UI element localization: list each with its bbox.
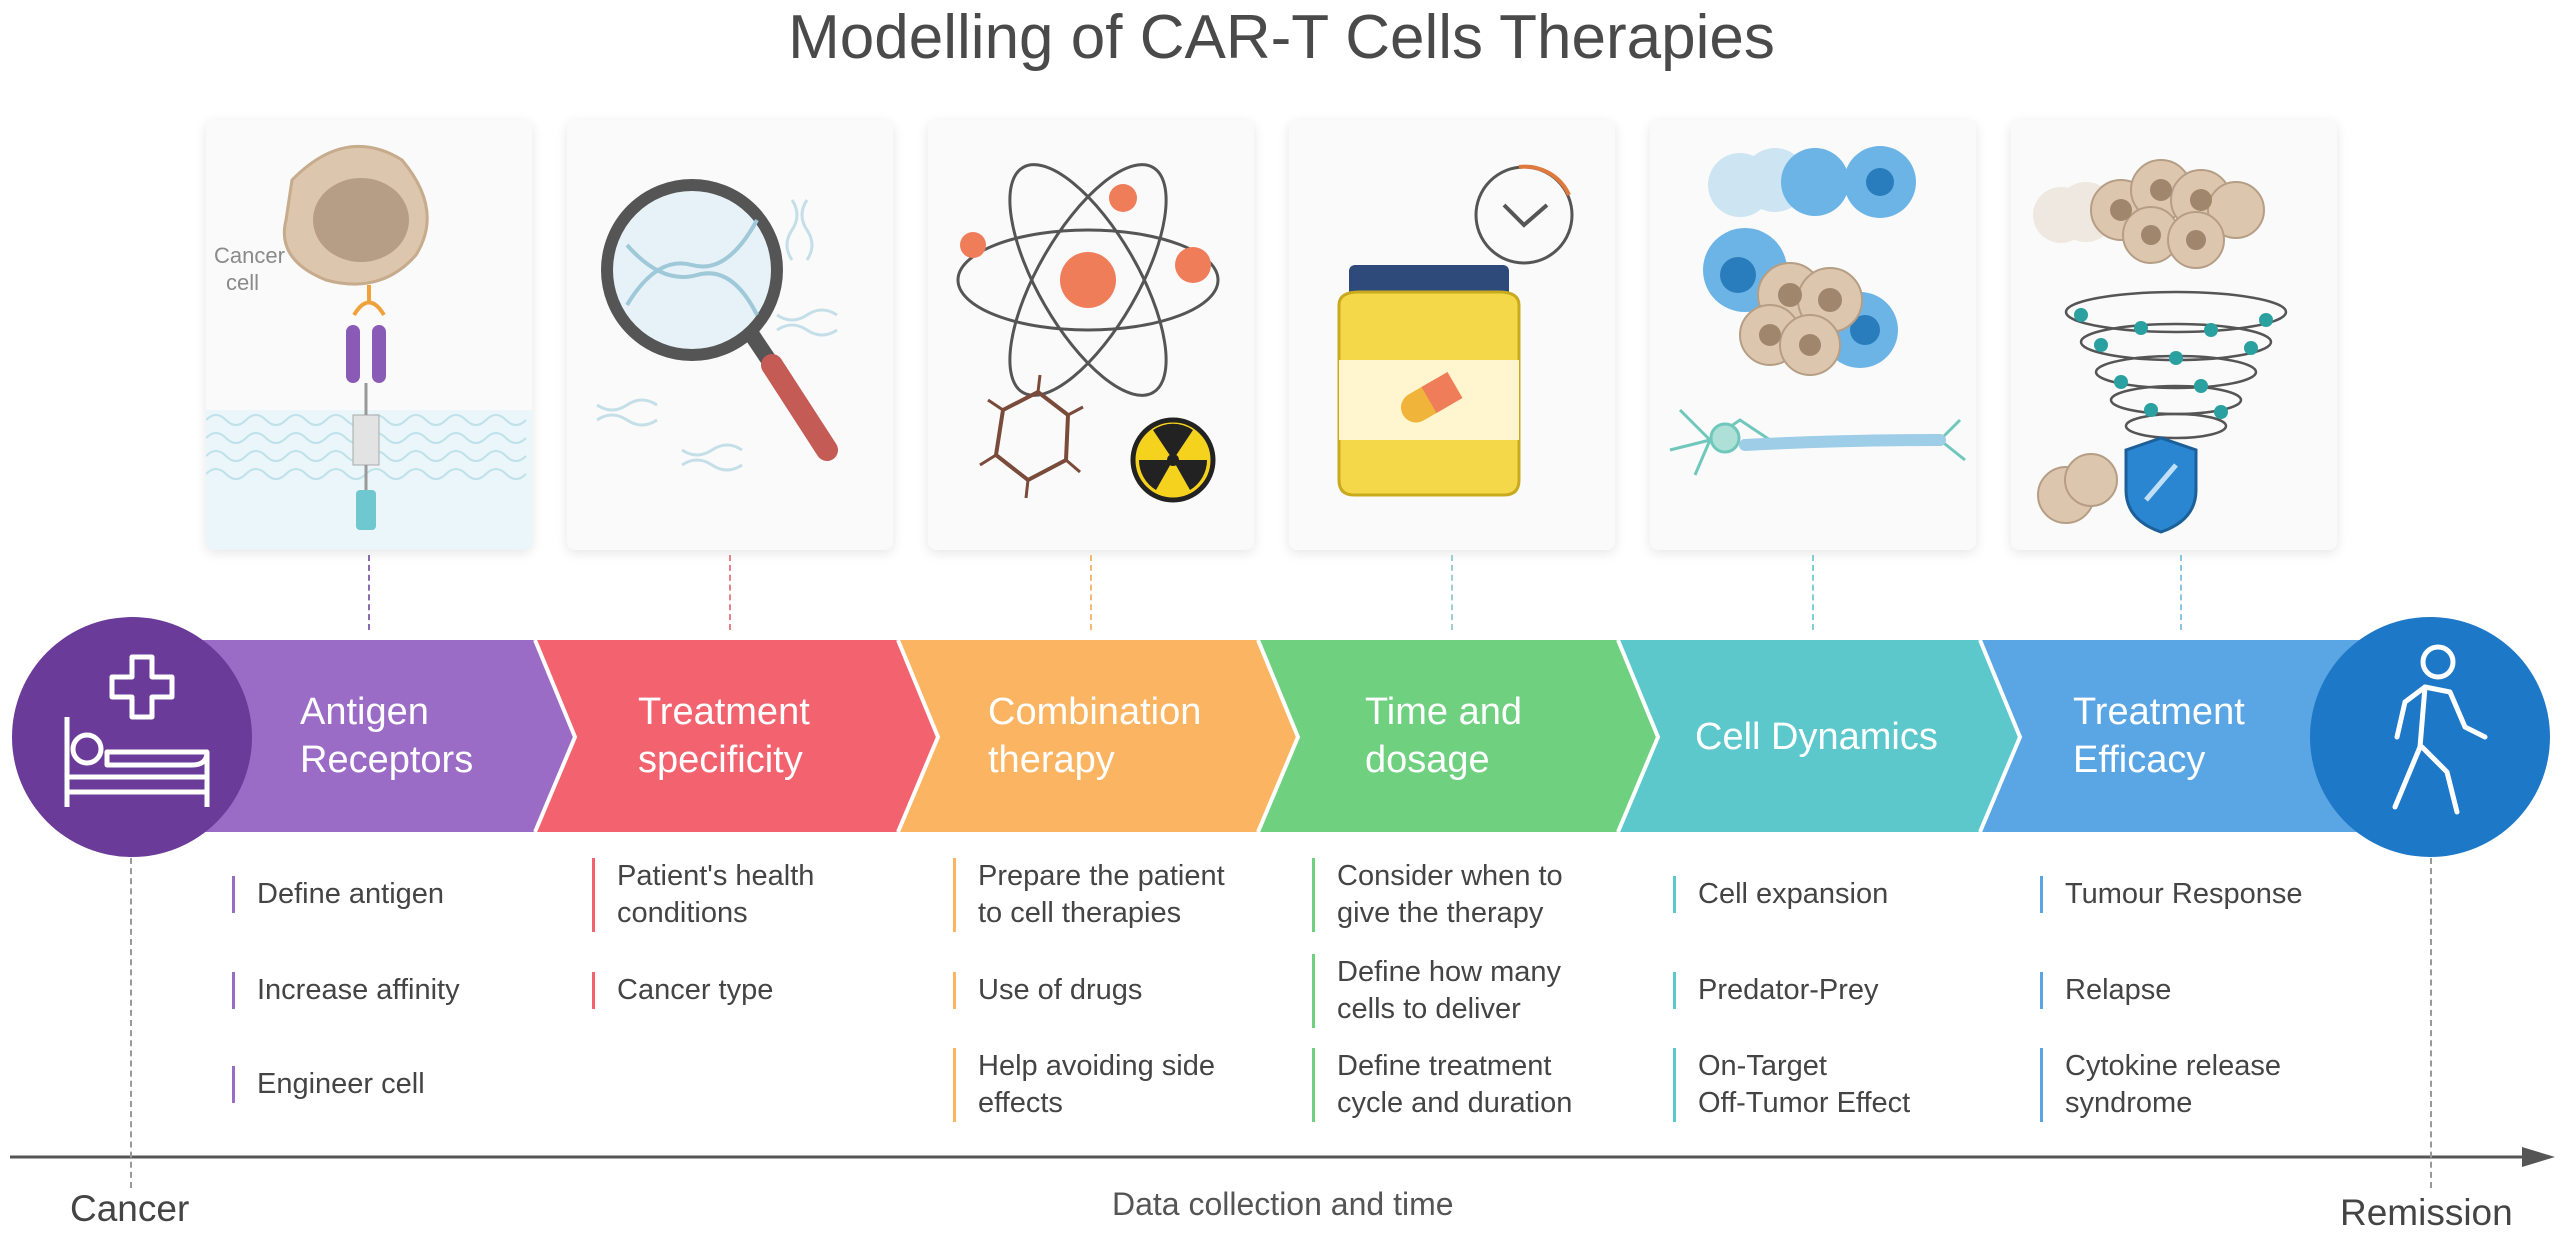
chevron-treatment-efficacy [1980,640,2360,832]
cancer-marker-line [130,858,132,1188]
list-item-line: Relapse [2065,974,2172,1006]
list-item: Patient's health conditions [592,858,922,932]
list-item-line: Define how many [1337,956,1562,988]
list-item-line: to cell therapies [978,897,1182,929]
connector-specificity [729,555,731,630]
page-title: Modelling of CAR-T Cells Therapies [788,3,1775,72]
list-item: Define treatment cycle and duration [1312,1048,1642,1122]
list-item-line: Define antigen [257,878,445,910]
list-item-line: cycle and duration [1337,1087,1573,1119]
connector-antigen [368,555,370,630]
list-item-line: Predator-Prey [1698,974,1879,1006]
tumour-vortex-shield-illustration [2011,120,2337,550]
axis-start-label: Cancer [70,1188,190,1229]
list-item: Increase affinity [232,972,562,1009]
list-item-line: Engineer cell [257,1068,425,1100]
cell-dynamics-illustration [1650,120,1976,550]
list-item-line: Help avoiding side [978,1050,1215,1082]
list-item: Consider when to give the therapy [1312,858,1642,932]
list-item-line: Cytokine release [2065,1050,2281,1082]
chevron-time-and-dosage [1258,640,1658,832]
list-item-line: Cell expansion [1698,878,1889,910]
list-item: Relapse [2040,972,2370,1009]
connector-efficacy [2180,555,2182,630]
list-item-line: Patient's health [617,860,815,892]
connector-combination [1090,555,1092,630]
list-item-line: Consider when to [1337,860,1563,892]
stage-label-cell-dynamics: Cell Dynamics [1695,716,1938,758]
list-item-line: Use of drugs [978,974,1143,1006]
list-item: Prepare the patient to cell therapies [953,858,1283,932]
list-item: Define antigen [232,876,562,913]
remission-marker-line [2430,858,2432,1188]
antigen-receptor-illustration: Cancer cell [206,120,532,550]
list-item: Help avoiding side effects [953,1048,1283,1122]
walking-person-icon [2392,644,2488,815]
list-item-line: Prepare the patient [978,860,1225,892]
list-item: Use of drugs [953,972,1283,1009]
list-item-line: conditions [617,897,748,929]
axis-end-label: Remission [2340,1192,2513,1233]
list-item: Define how many cells to deliver [1312,954,1642,1028]
list-item-line: On-Target [1698,1050,1827,1082]
list-item-line: cells to deliver [1337,993,1521,1025]
axis-label: Data collection and time [1112,1186,1454,1222]
list-item: Engineer cell [232,1066,562,1103]
remission-end-circle [2310,617,2550,857]
chevron-combination-therapy [898,640,1298,832]
chevron-antigen-receptors [200,640,575,832]
connector-time [1451,555,1453,630]
list-item-line: effects [978,1087,1063,1119]
list-item-line: Cancer type [617,974,774,1006]
cancer-cell-label-1: Cancer [214,243,285,268]
list-item: Cytokine release syndrome [2040,1048,2370,1122]
hospital-bed-icon [64,654,210,807]
connector-dynamics [1812,555,1814,630]
list-item: Tumour Response [2040,876,2370,913]
list-item: Predator-Prey [1673,972,2003,1009]
list-item-line: Define treatment [1337,1050,1552,1082]
list-item: Cancer type [592,972,922,1009]
cancer-start-circle [12,617,252,857]
cancer-cell-label-2: cell [226,270,259,295]
list-item: Cell expansion [1673,876,2003,913]
magnifying-glass-dna-illustration [567,120,893,550]
list-item-line: Increase affinity [257,974,460,1006]
list-item-line: give the therapy [1337,897,1544,929]
atom-molecule-radiation-illustration [928,120,1254,550]
chevron-treatment-specificity [535,640,938,832]
list-item-line: Tumour Response [2065,878,2303,910]
pill-jar-clock-illustration [1289,120,1615,550]
chevron-cell-dynamics [1618,640,2020,832]
list-item-line: syndrome [2065,1087,2193,1119]
list-item-line: Off-Tumor Effect [1698,1087,1911,1119]
